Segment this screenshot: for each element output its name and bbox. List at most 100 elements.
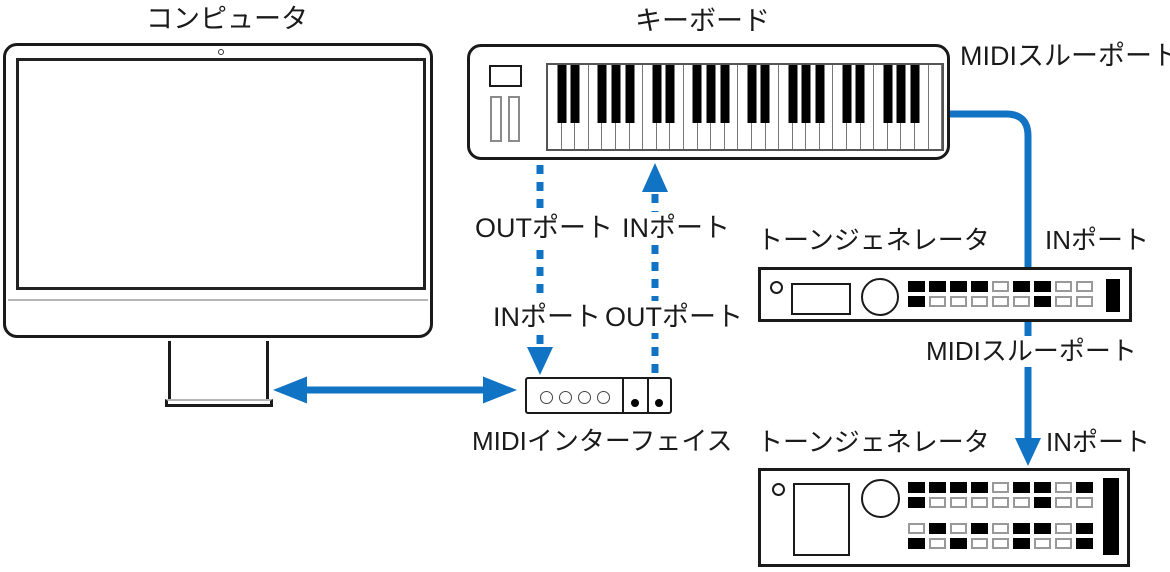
panel-button	[950, 538, 967, 549]
panel-button	[950, 281, 967, 292]
panel-button	[908, 281, 925, 292]
panel-button	[1034, 482, 1051, 493]
power-led	[772, 483, 785, 496]
tg1-power-bar	[1106, 279, 1120, 312]
panel-button	[950, 523, 967, 534]
panel-button	[1034, 523, 1051, 534]
black-key	[801, 65, 811, 123]
panel-button	[950, 497, 967, 508]
panel-button	[992, 296, 1009, 307]
black-key	[557, 65, 567, 123]
midi-port-circle	[596, 391, 610, 404]
panel-button	[1013, 482, 1030, 493]
panel-button	[908, 523, 925, 534]
mod-wheel	[508, 96, 520, 142]
midi-interface-label: MIDIインターフェイス	[472, 426, 733, 456]
black-key	[706, 65, 716, 123]
panel-button	[929, 538, 946, 549]
tg1-display	[791, 283, 851, 315]
tg1-in-port-label: INポート	[1045, 225, 1150, 255]
panel-button	[1055, 523, 1072, 534]
midi-port-circle	[577, 391, 591, 404]
computer-illustration	[3, 43, 433, 338]
black-key	[665, 65, 675, 123]
panel-button	[1076, 538, 1093, 549]
panel-button	[1034, 538, 1051, 549]
button-row	[908, 281, 1093, 292]
black-key	[692, 65, 702, 123]
keyboard-in-port-label: INポート	[618, 212, 734, 245]
tg1-knob	[861, 278, 899, 316]
white-key	[928, 65, 943, 149]
black-key	[625, 65, 635, 123]
tg2-display	[793, 483, 850, 556]
keyboard-display	[489, 65, 522, 87]
button-row	[908, 482, 1093, 493]
midi-port-circle	[539, 391, 553, 404]
panel-button	[992, 538, 1009, 549]
interface-out-port-label: OUTポート	[601, 301, 747, 334]
tg2-knob	[861, 479, 900, 518]
panel-button	[1055, 538, 1072, 549]
camera-dot-icon	[218, 49, 224, 55]
computer-stand	[168, 341, 269, 399]
panel-button	[908, 296, 925, 307]
black-key	[597, 65, 607, 123]
power-led	[770, 281, 783, 294]
black-key	[883, 65, 893, 123]
panel-button	[1055, 281, 1072, 292]
tg2-power-bar	[1103, 478, 1119, 555]
panel-button	[971, 538, 988, 549]
panel-button	[971, 523, 988, 534]
panel-button	[1013, 497, 1030, 508]
panel-button	[1076, 523, 1093, 534]
panel-button	[992, 523, 1009, 534]
panel-button	[1034, 281, 1051, 292]
panel-button	[1076, 482, 1093, 493]
tone-generator-2-label: トーンジェネレータ	[757, 427, 990, 457]
panel-button	[929, 281, 946, 292]
computer-label: コンピュータ	[146, 4, 308, 34]
black-key	[747, 65, 757, 123]
interface-divider	[622, 379, 624, 412]
button-row	[908, 538, 1093, 549]
panel-button	[929, 296, 946, 307]
pitch-wheel	[490, 96, 502, 142]
midi-port-circle	[558, 391, 572, 404]
black-key	[788, 65, 798, 123]
panel-button	[1013, 281, 1030, 292]
keyboard-label: キーボード	[635, 6, 770, 36]
button-row	[908, 523, 1093, 534]
black-key	[896, 65, 906, 123]
panel-button	[971, 482, 988, 493]
black-key	[855, 65, 865, 123]
keyboard-out-arrow	[527, 165, 553, 375]
computer-interface-arrow	[273, 376, 517, 404]
panel-button	[950, 296, 967, 307]
black-key	[910, 65, 920, 123]
black-key	[815, 65, 825, 123]
keyboard-in-arrow	[642, 163, 668, 376]
panel-button	[992, 482, 1009, 493]
keyboard-thru-port-label: MIDIスルーポート	[960, 41, 1170, 71]
keyboard-out-port-label: OUTポート	[471, 212, 617, 245]
panel-button	[1013, 538, 1030, 549]
interface-in-port-label: INポート	[489, 301, 605, 334]
black-key	[570, 65, 580, 123]
panel-button	[992, 497, 1009, 508]
tg2-in-port-label: INポート	[1046, 427, 1151, 457]
panel-button	[929, 482, 946, 493]
black-key	[842, 65, 852, 123]
black-key	[611, 65, 621, 123]
tg2-buttons	[908, 482, 1093, 553]
panel-button	[908, 497, 925, 508]
black-key	[720, 65, 730, 123]
panel-button	[1013, 296, 1030, 307]
panel-button	[929, 497, 946, 508]
panel-button	[1055, 296, 1072, 307]
tone-generator-1-illustration	[758, 267, 1132, 322]
interface-dot	[655, 399, 663, 407]
button-row	[908, 497, 1093, 508]
black-key	[652, 65, 662, 123]
interface-dot	[631, 399, 639, 407]
